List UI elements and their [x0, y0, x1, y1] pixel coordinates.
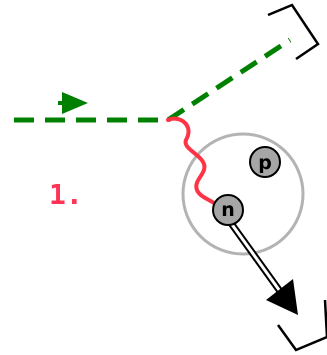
lower-detector-bracket: [276, 299, 327, 352]
proton: p: [249, 146, 281, 178]
photon-wavy-line: [166, 116, 226, 212]
proton-circle: [249, 146, 281, 178]
incoming-direction-arrow: [62, 92, 88, 114]
neutron-label: n: [221, 199, 235, 221]
nucleus-outline: [181, 132, 305, 256]
scattered-particle-track: [166, 37, 292, 123]
upper-detector-bracket: [267, 3, 320, 61]
step-label: 1.: [49, 178, 83, 211]
neutron-arrowhead: [266, 279, 298, 315]
neutron-circle: [212, 194, 244, 226]
ejected-neutron-track-inner: [226, 218, 284, 295]
neutron: n: [212, 194, 244, 226]
proton-label: p: [258, 152, 272, 174]
